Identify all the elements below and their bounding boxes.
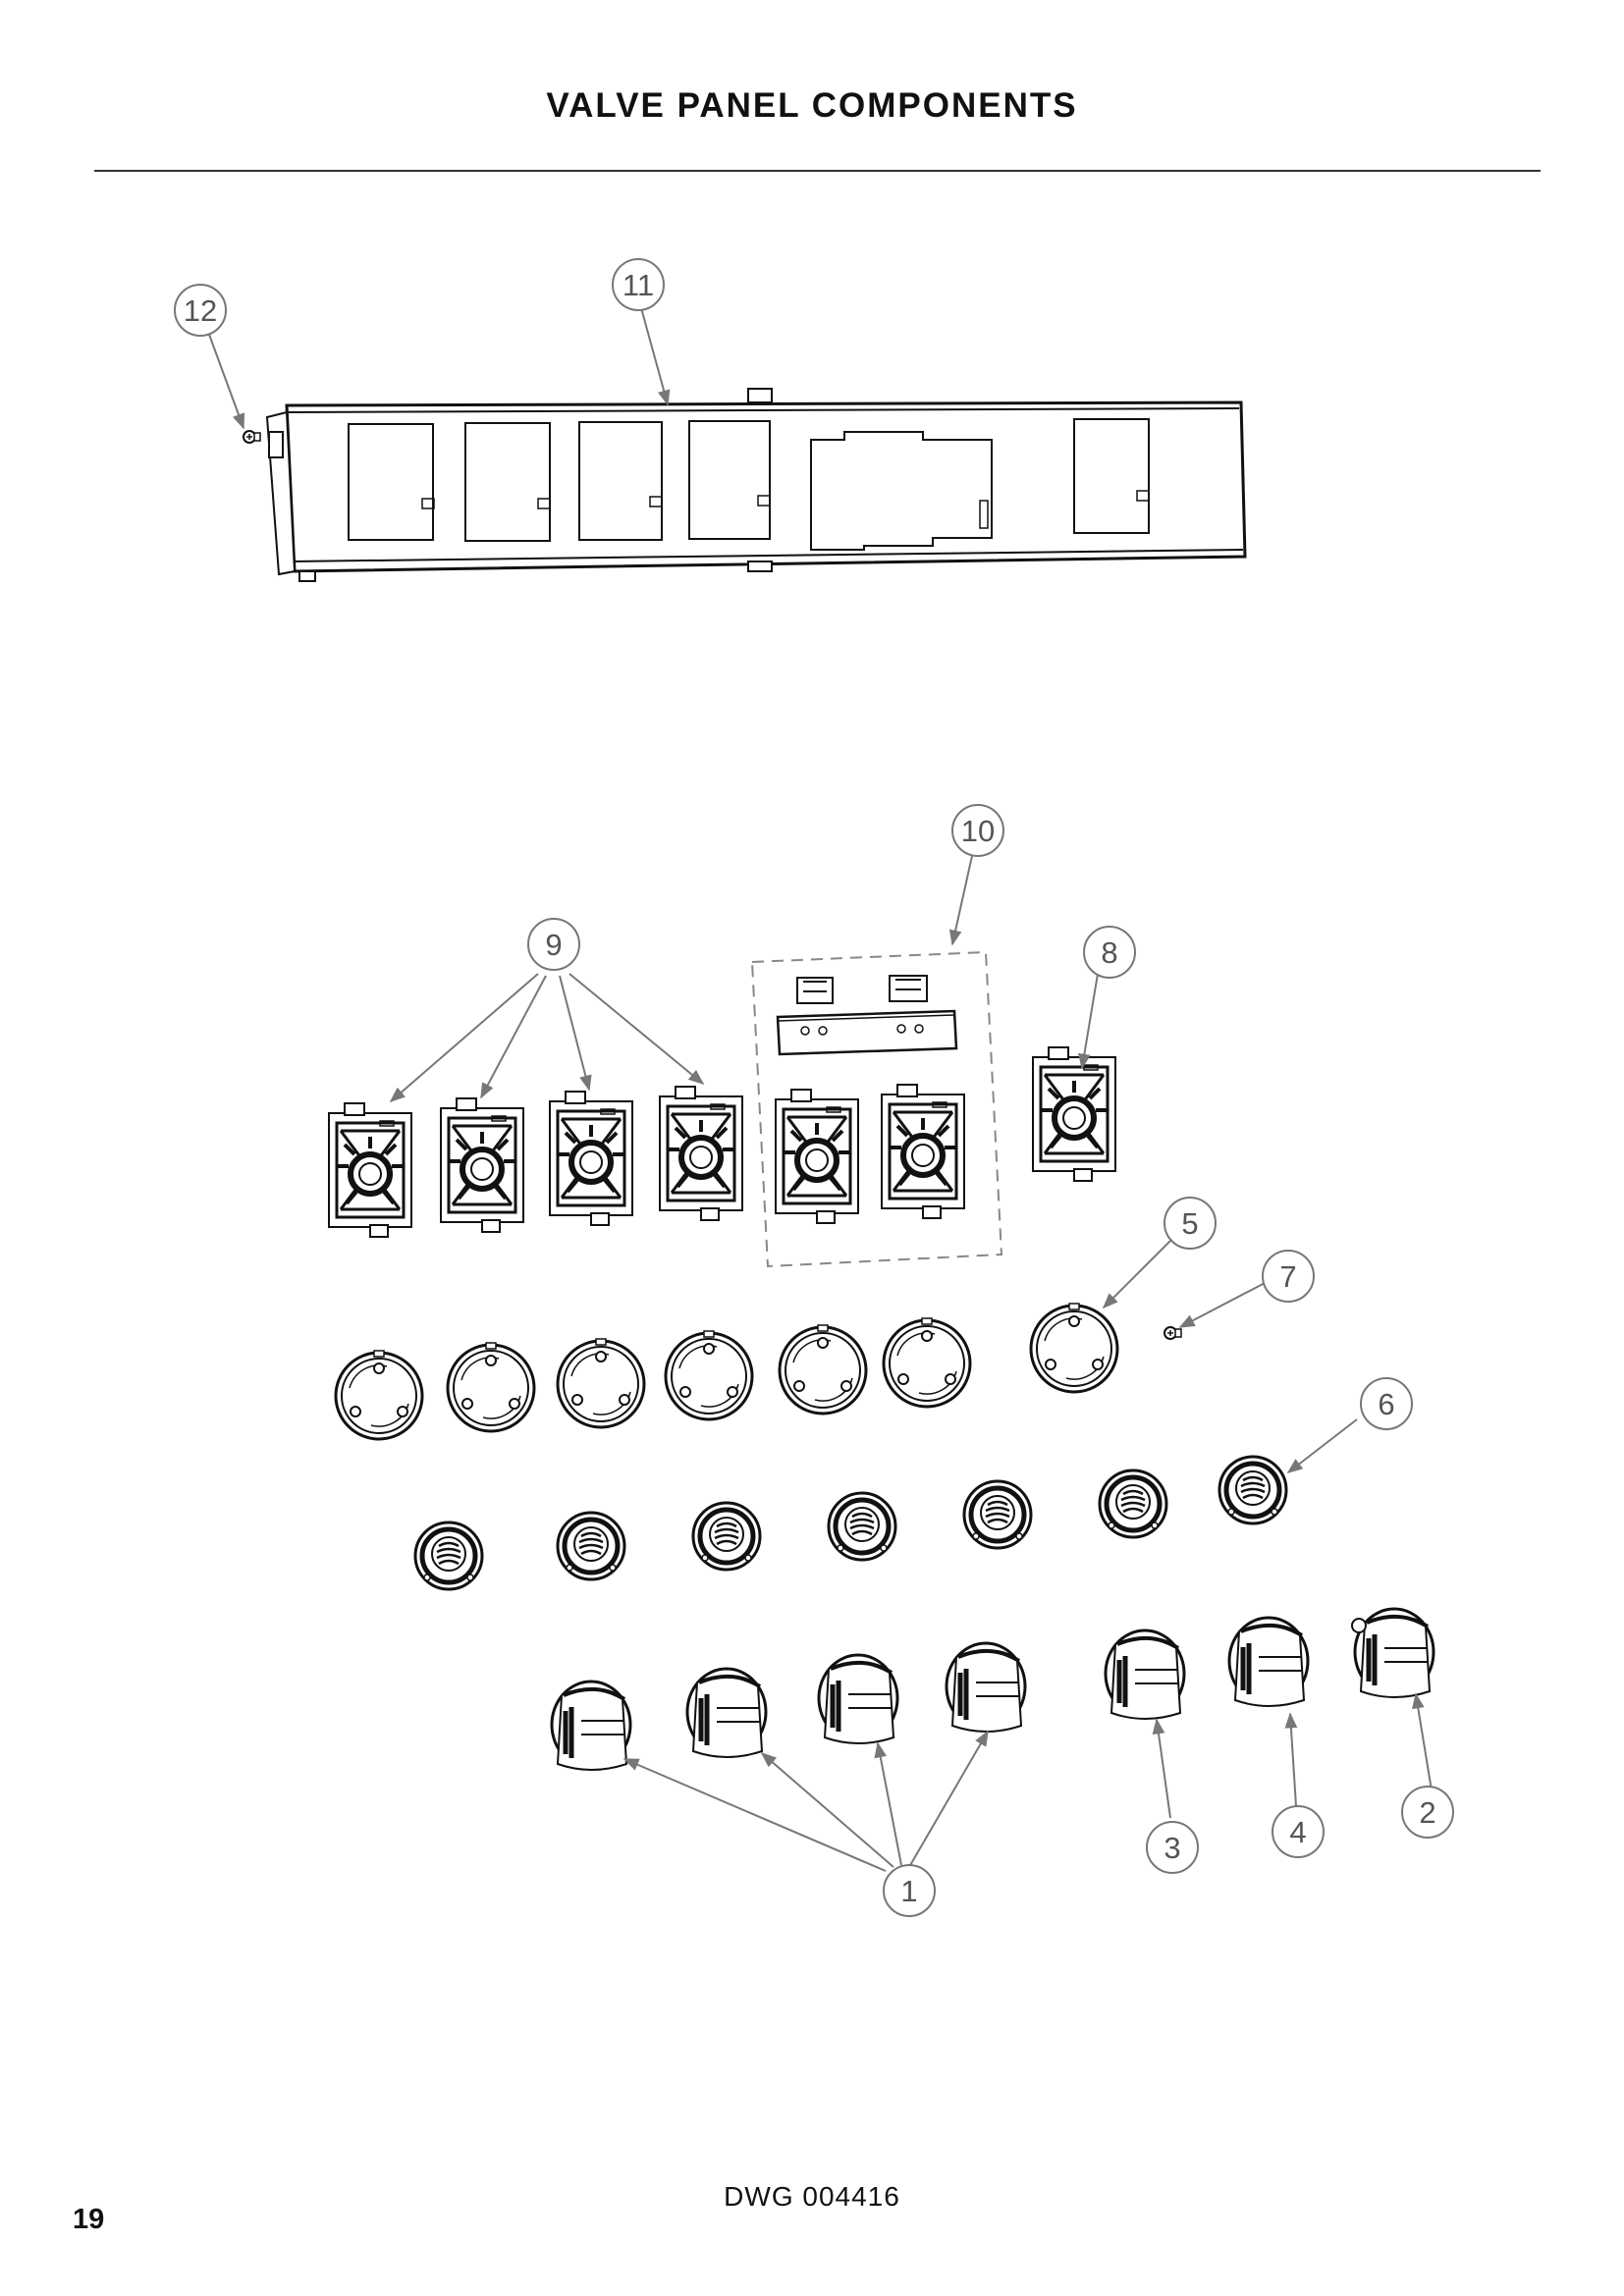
bezel-ring-7	[1029, 1302, 1119, 1394]
callout-3: 3	[1146, 1821, 1199, 1874]
callout-10: 10	[951, 804, 1004, 857]
bezel-ring-3	[556, 1337, 646, 1429]
spring-seal-7	[1219, 1457, 1286, 1523]
control-knob-5	[1106, 1630, 1184, 1719]
valve-plate-3	[550, 1092, 632, 1225]
screw-part-7	[1164, 1326, 1182, 1340]
callout-2: 2	[1401, 1786, 1454, 1839]
spring-seal-2	[558, 1513, 624, 1579]
callout-2-label: 2	[1419, 1795, 1435, 1830]
bezel-ring-1	[334, 1349, 424, 1441]
callout-6: 6	[1360, 1377, 1413, 1430]
callout-3-label: 3	[1164, 1831, 1180, 1865]
screw-part-12	[243, 430, 261, 444]
callout-5-label: 5	[1181, 1206, 1198, 1241]
bezel-ring-5	[778, 1323, 868, 1415]
part-10-group-outline	[750, 950, 1003, 1268]
valve-panel-frame	[265, 388, 1247, 582]
valve-plate-6	[882, 1085, 964, 1218]
control-knob-7	[1351, 1609, 1434, 1697]
callout-8-label: 8	[1101, 935, 1117, 970]
callout-9-label: 9	[545, 928, 562, 962]
callout-7: 7	[1262, 1250, 1315, 1303]
valve-plate-5	[776, 1090, 858, 1223]
callout-12: 12	[174, 284, 227, 337]
callout-8: 8	[1083, 926, 1136, 979]
valve-plate-1	[329, 1103, 411, 1237]
callout-4-label: 4	[1289, 1815, 1306, 1849]
valve-plate-4	[660, 1087, 742, 1220]
callout-11-label: 11	[623, 268, 654, 302]
spring-seal-1	[415, 1522, 482, 1589]
valve-plate-2	[441, 1098, 523, 1232]
callout-1-label: 1	[900, 1874, 917, 1908]
callout-12-label: 12	[184, 294, 217, 328]
control-knob-3	[819, 1655, 897, 1743]
callout-1: 1	[883, 1864, 936, 1917]
callout-7-label: 7	[1279, 1259, 1296, 1294]
bezel-ring-6	[882, 1316, 972, 1409]
callout-4: 4	[1272, 1805, 1325, 1858]
page-title: VALVE PANEL COMPONENTS	[546, 86, 1078, 125]
spring-seal-6	[1100, 1470, 1166, 1537]
callout-5: 5	[1164, 1197, 1217, 1250]
callout-11: 11	[612, 258, 665, 311]
bezel-ring-4	[664, 1329, 754, 1421]
title-rule	[94, 170, 1541, 172]
bezel-ring-2	[446, 1341, 536, 1433]
drawing-number: DWG 004416	[724, 2181, 900, 2212]
spring-seal-3	[693, 1503, 760, 1570]
valve-plate-7	[1033, 1047, 1115, 1181]
spring-seal-4	[829, 1493, 895, 1560]
control-knob-1	[552, 1682, 630, 1770]
leader-lines	[207, 303, 1433, 1872]
callout-6-label: 6	[1378, 1387, 1394, 1421]
spring-seal-5	[964, 1481, 1031, 1548]
callout-10-label: 10	[961, 814, 995, 848]
switch-bracket	[776, 975, 958, 1056]
control-knob-2	[687, 1669, 766, 1757]
callout-9: 9	[527, 918, 580, 971]
page-number: 19	[73, 2204, 105, 2235]
control-knob-6	[1229, 1618, 1308, 1706]
control-knob-4	[947, 1643, 1025, 1732]
